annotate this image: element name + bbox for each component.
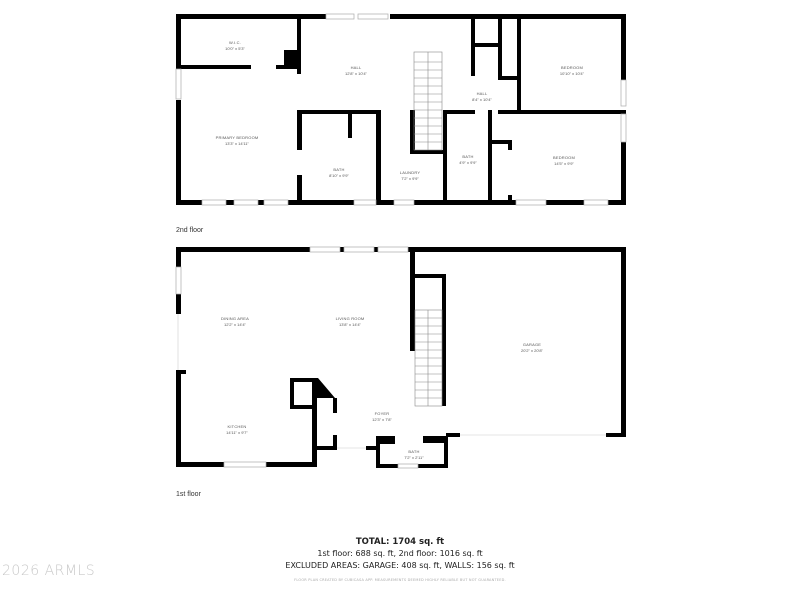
- disclaimer: FLOOR PLAN CREATED BY CUBICASA APP. MEAS…: [294, 578, 506, 582]
- first-floor-walls: [176, 247, 626, 468]
- second-floor-stairs: [413, 51, 443, 151]
- excluded-areas: EXCLUDED AREAS: GARAGE: 408 sq. ft, WALL…: [285, 561, 515, 570]
- second-floor-walls: [176, 14, 626, 205]
- first-floor-openings: [177, 314, 606, 449]
- floor-areas: 1st floor: 688 sq. ft, 2nd floor: 1016 s…: [317, 549, 483, 558]
- floor-label-1st: 1st floor: [176, 491, 201, 498]
- total-area: TOTAL: 1704 sq. ft: [355, 537, 445, 547]
- first-floor-stairs: [414, 309, 443, 407]
- floor-label-2nd: 2nd floor: [176, 227, 204, 234]
- watermark: 2026 ARMLS: [2, 563, 96, 579]
- first-floor-windows: [175, 246, 419, 469]
- room-label-wic: W.I.C.10'0" x 5'3": [225, 40, 245, 51]
- second-floor-windows: [175, 13, 627, 206]
